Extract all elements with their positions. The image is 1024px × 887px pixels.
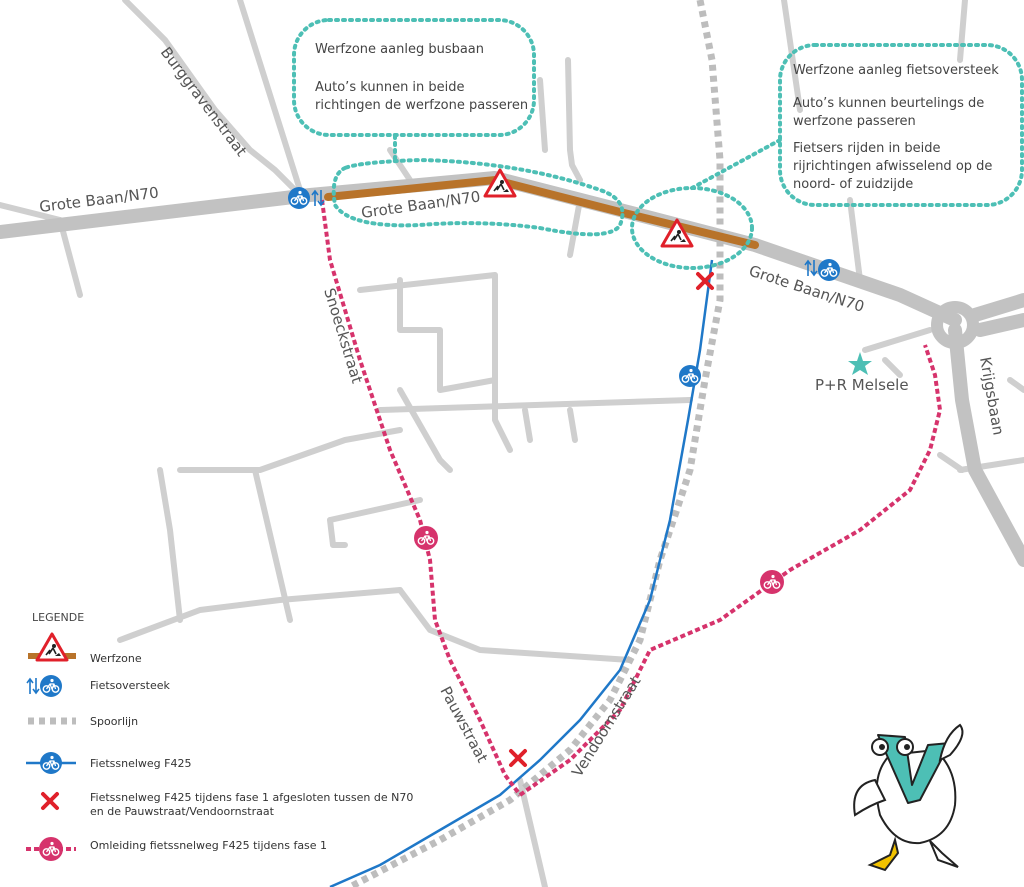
callout-busbaan-line2: richtingen de werfzone passeren [315, 98, 528, 113]
bicycle-icon [287, 186, 311, 210]
legend-fietsoversteek-label: Fietsoversteek [90, 679, 171, 692]
callout-shapes [292, 18, 1024, 270]
legend-fietssnelweg-label: Fietssnelweg F425 [90, 757, 192, 770]
bicycle-icon [38, 836, 64, 862]
werfzone-segment [324, 175, 759, 249]
callout-busbaan-title: Werfzone aanleg busbaan [315, 42, 484, 57]
mascot-bird [853, 723, 964, 872]
label-snoeckstraat: Snoeckstraat [320, 286, 366, 386]
crossing-arrows-icon [26, 677, 40, 695]
label-burggravenstraat: Burggravenstraat [157, 44, 251, 160]
legend-item-afgesloten: Fietssnelweg F425 tijdens fase 1 afgeslo… [41, 791, 413, 818]
bicycle-icon [413, 525, 439, 551]
roadworks-sign-icon [35, 632, 69, 662]
callout-fietsoversteek-line2: werfzone passeren [793, 114, 916, 129]
legend-item-fietsoversteek: Fietsoversteek [26, 674, 171, 698]
closure-x-icon [509, 749, 527, 767]
bicycle-icon [759, 569, 785, 595]
label-krijgsbaan: Krijgsbaan [976, 356, 1007, 437]
closure-x-icon [41, 792, 59, 810]
main-roads [0, 171, 1024, 567]
callout-fietsoversteek-title: Werfzone aanleg fietsoversteek [793, 63, 999, 78]
legend-afgesloten-line1: Fietssnelweg F425 tijdens fase 1 afgeslo… [90, 791, 413, 804]
bicycle-icon [817, 258, 841, 282]
legend-item-werfzone: Werfzone [28, 632, 142, 665]
legend-afgesloten-line2: en de Pauwstraat/Vendoornstraat [90, 805, 275, 818]
bicycle-icon [39, 674, 63, 698]
legend-item-omleiding: Omleiding fietssnelweg F425 tijdens fase… [26, 836, 327, 862]
callout-fietsoversteek-line5: noord- of zuidzijde [793, 177, 913, 192]
bicycle-icon [678, 364, 702, 388]
callout-busbaan-line1: Auto’s kunnen in beide [315, 80, 465, 95]
legend-item-spoorlijn: Spoorlijn [28, 715, 138, 728]
legend-title: LEGENDE [32, 611, 84, 624]
legend: LEGENDE Werfzone Fietsoversteek Spoorlij… [26, 611, 413, 862]
legend-spoorlijn-label: Spoorlijn [90, 715, 138, 728]
bicycle-icon [39, 751, 63, 775]
callout-fietsoversteek-line3: Fietsers rijden in beide [793, 141, 941, 156]
callout-fietsoversteek-line1: Auto’s kunnen beurtelings de [793, 96, 984, 111]
callout-fietsoversteek: Werfzone aanleg fietsoversteek Auto’s ku… [793, 63, 999, 192]
callout-fietsoversteek-line4: rijrichtingen afwisselend op de [793, 159, 992, 174]
park-ride-poi[interactable]: P+R Melsele [815, 352, 909, 394]
detour-route [320, 199, 943, 797]
legend-omleiding-label: Omleiding fietssnelweg F425 tijdens fase… [90, 839, 327, 852]
legend-item-fietssnelweg: Fietssnelweg F425 [26, 751, 192, 775]
legend-werfzone-label: Werfzone [90, 652, 142, 665]
star-icon [848, 352, 872, 375]
fietssnelweg-f425 [329, 259, 714, 887]
callout-busbaan: Werfzone aanleg busbaan Auto’s kunnen in… [315, 42, 528, 113]
railway [348, 0, 724, 887]
label-park-ride: P+R Melsele [815, 376, 909, 394]
